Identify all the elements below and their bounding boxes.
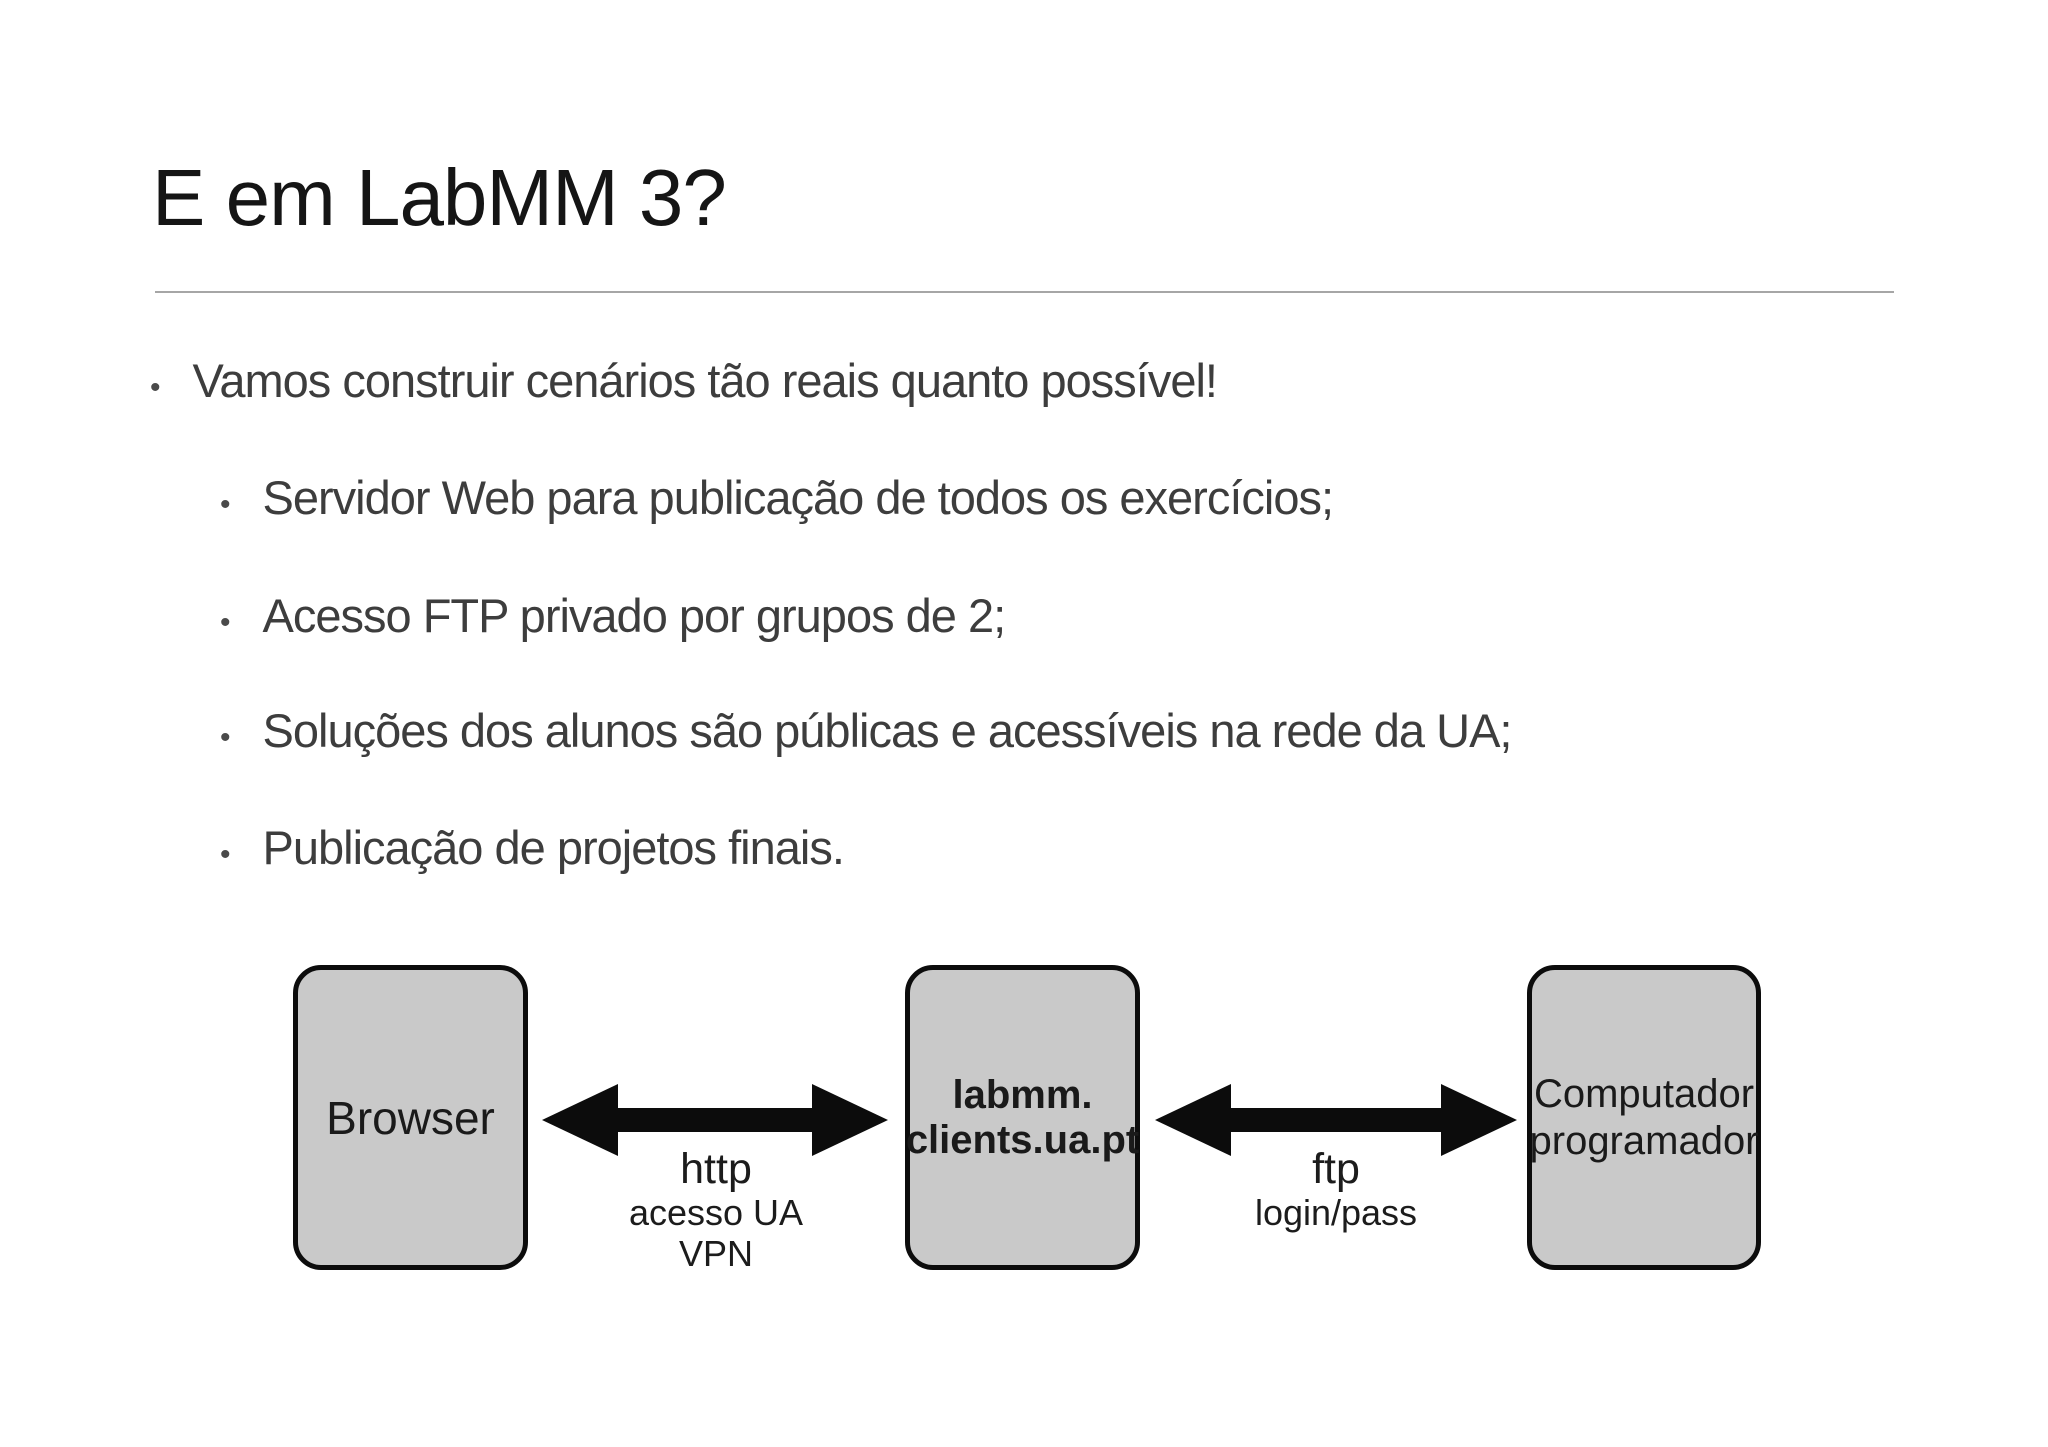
bullet-text: Vamos construir cenários tão reais quant…	[192, 354, 1218, 407]
arrowhead-right-icon	[1441, 1084, 1517, 1156]
link-label-http: http acesso UA VPN	[629, 1146, 803, 1274]
protocol-label: http	[680, 1145, 752, 1193]
arrowhead-right-icon	[812, 1084, 888, 1156]
node-label-line1: Computador	[1533, 1071, 1755, 1116]
sub-bullet-item: • Publicação de projetos finais.	[220, 821, 845, 874]
bullet-marker-icon: •	[220, 721, 231, 754]
link-note: VPN	[678, 1233, 754, 1274]
bullet-item: • Vamos construir cenários tão reais qua…	[150, 354, 1218, 407]
link-label-ftp: ftp login/pass	[1255, 1146, 1417, 1233]
arrow-shaft	[612, 1108, 818, 1132]
arrowhead-left-icon	[1155, 1084, 1231, 1156]
sub-bullet-text: Servidor Web para publicação de todos os…	[262, 471, 1335, 524]
bullet-marker-icon: •	[150, 371, 161, 404]
sub-bullet-text: Acesso FTP privado por grupos de 2;	[262, 589, 1007, 642]
page-title: E em LabMM 3?	[152, 153, 727, 242]
double-arrow-http	[542, 1084, 888, 1156]
diagram-node-computer: Computador programador	[1527, 965, 1761, 1270]
sub-bullet-text: Soluções dos alunos são públicas e acess…	[262, 704, 1513, 757]
node-label-line2: programador	[1529, 1118, 1759, 1163]
protocol-label: ftp	[1312, 1145, 1360, 1193]
link-note: acesso UA	[628, 1192, 804, 1233]
arrowhead-left-icon	[542, 1084, 618, 1156]
node-label-line1: labmm.	[952, 1072, 1093, 1117]
node-label-line2: clients.ua.pt	[905, 1117, 1140, 1162]
title-divider	[155, 291, 1894, 293]
node-label: Browser	[326, 1091, 495, 1144]
sub-bullet-item: • Servidor Web para publicação de todos …	[220, 471, 1335, 524]
sub-bullet-text: Publicação de projetos finais.	[262, 821, 845, 874]
link-note: login/pass	[1254, 1192, 1418, 1233]
sub-bullet-item: • Soluções dos alunos são públicas e ace…	[220, 704, 1513, 757]
diagram-node-browser: Browser	[293, 965, 528, 1270]
sub-bullet-item: • Acesso FTP privado por grupos de 2;	[220, 589, 1007, 642]
bullet-marker-icon: •	[220, 838, 231, 871]
arrow-shaft	[1225, 1108, 1447, 1132]
bullet-marker-icon: •	[220, 606, 231, 639]
diagram-node-server: labmm. clients.ua.pt	[905, 965, 1140, 1270]
double-arrow-ftp	[1155, 1084, 1517, 1156]
bullet-marker-icon: •	[220, 488, 231, 521]
